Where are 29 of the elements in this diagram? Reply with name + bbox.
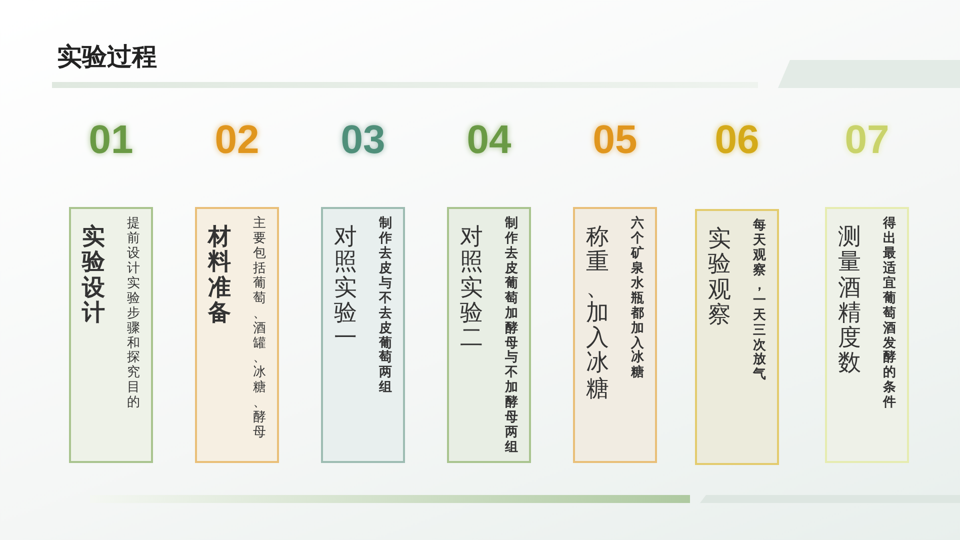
step-card	[447, 207, 531, 463]
step-card	[695, 209, 779, 465]
step-heading: 测量酒精度数	[838, 225, 861, 377]
step-number: 07	[844, 118, 890, 163]
step-heading: 称重、加入冰糖	[586, 225, 609, 402]
step-number: 06	[714, 118, 760, 163]
step-description: 主要包括葡萄、酒罐、冰糖、酵母	[253, 217, 266, 442]
step-description: 六个矿泉水瓶都加入冰糖	[631, 217, 644, 382]
step-card	[69, 207, 153, 463]
step-card	[321, 207, 405, 463]
step-heading: 实验设计	[82, 225, 105, 326]
step-card	[195, 207, 279, 463]
step-card	[825, 207, 909, 463]
step-description: 制作去皮葡萄加酵母与不加酵母两组	[505, 217, 518, 456]
step-number: 01	[88, 118, 134, 163]
step-heading: 实验观察	[708, 227, 731, 328]
step-heading: 对照实验二	[460, 225, 483, 352]
step-description: 每天观察，一天三次放气	[753, 219, 766, 384]
step-number: 04	[466, 118, 512, 163]
title: 实验过程	[57, 41, 157, 73]
step-description: 提前设计实验步骤和探究目的	[127, 217, 140, 412]
step-number: 05	[592, 118, 638, 163]
step-number: 03	[340, 118, 386, 163]
step-description: 得出最适宜葡萄酒发酵的条件	[883, 217, 896, 412]
step-description: 制作去皮与不去皮葡萄两组	[379, 217, 392, 396]
step-heading: 对照实验一	[334, 225, 357, 352]
step-card	[573, 207, 657, 463]
step-number: 02	[214, 118, 260, 163]
step-heading: 材料准备	[208, 225, 231, 326]
